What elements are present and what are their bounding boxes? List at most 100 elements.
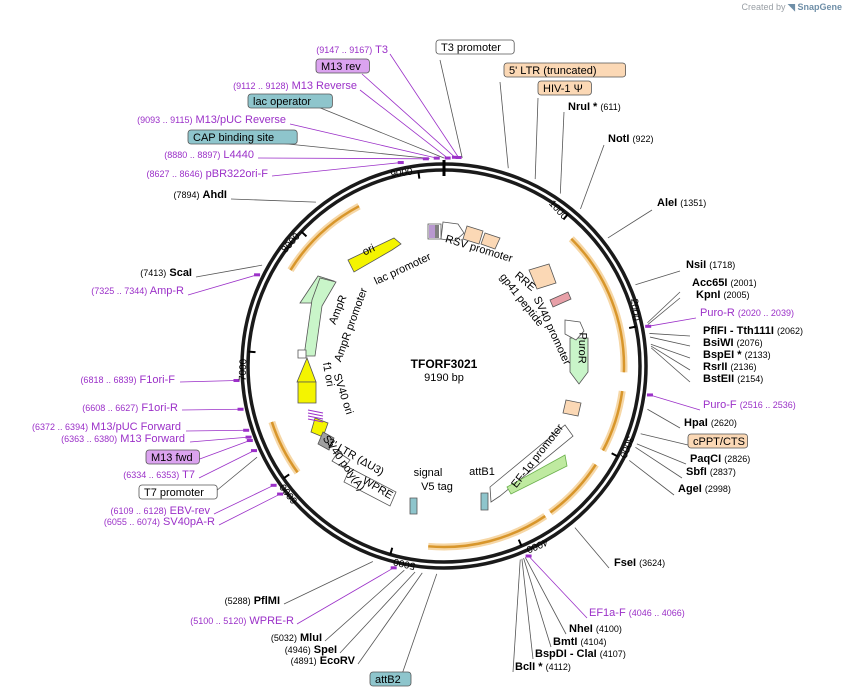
attb1-box [480, 492, 489, 511]
leader-nsii-16 [635, 270, 681, 286]
label-text-hpai: HpaI (2620) [684, 417, 737, 429]
label-pos-l4440: (8880 .. 8897) [164, 150, 220, 160]
label-text-wpre-r: (5100 .. 5120) WPRE-R [190, 615, 294, 627]
label-pos-ahdi: (7894) [173, 190, 199, 200]
label-text-ef1a-f: EF1a-F (4046 .. 4066) [589, 607, 685, 619]
label-pos-nsii: (1718) [709, 260, 735, 270]
leader-f1ori-r-28 [181, 408, 241, 411]
label-kpni-19: KpnI (2005) [696, 289, 750, 301]
label-box-m13-fwd [145, 449, 200, 465]
label-text-bsiwi: BsiWI (2076) [703, 337, 763, 349]
label-t3-promoter-1: T3 promoter [435, 39, 515, 55]
label-pos-nrui: (611) [600, 102, 620, 112]
leader-ef1a-f-43 [528, 555, 588, 619]
label-text-m13-puc-reverse: (9093 .. 9115) M13/pUC Reverse [137, 114, 286, 126]
label-pos-sv40pa-r: (6055 .. 6074) [104, 517, 160, 527]
watermark-brand: SnapGene [797, 2, 842, 12]
label-name-ecorv: EcoRV [320, 655, 356, 667]
label-pos-nhei: (4100) [596, 624, 622, 634]
leader-mlui-46 [324, 569, 405, 642]
label-text-puro-f: Puro-F (2516 .. 2536) [703, 399, 796, 411]
label-bcli-51: BclI * (4112) [515, 661, 571, 673]
leader-sv40pa-r-40 [218, 493, 281, 526]
label-wpre-r-44: (5100 .. 5120) WPRE-R [190, 615, 294, 627]
label-text-5-ltr-truncated: 5' LTR (truncated) [509, 65, 596, 77]
leader-l4440-11 [257, 157, 426, 160]
label-nrui-6: NruI * (611) [568, 101, 621, 113]
label-text-sbfi: SbfI (2837) [686, 466, 736, 478]
tick-label-3000: 3000 [617, 435, 636, 460]
primer-mark-ebv-rev-39 [270, 483, 277, 487]
label-5-ltr-truncated-3: 5' LTR (truncated) [503, 62, 626, 78]
label-m13-puc-forward-30: (6372 .. 6394) M13/pUC Forward [32, 421, 181, 433]
leader-agei-38 [629, 460, 675, 496]
label-pos-m13-puc-reverse: (9093 .. 9115) [137, 115, 192, 125]
leader-cap-binding-site-10 [277, 142, 430, 159]
label-name-spei: SpeI [314, 644, 337, 656]
primer-mark-puro-f-27 [646, 393, 653, 397]
leader-5-ltr-truncated-3 [499, 81, 509, 169]
label-leader-lines [179, 53, 701, 681]
label-text-sv40pa-r: (6055 .. 6074) SV40pA-R [104, 516, 215, 528]
label-l4440-11: (8880 .. 8897) L4440 [164, 149, 254, 161]
label-text-bmti: BmtI (4104) [553, 636, 607, 648]
label-pos-m13-reverse: (9112 .. 9128) [233, 81, 288, 91]
label-pos-m13-puc-forward: (6372 .. 6394) [32, 422, 88, 432]
primer-mark-ef1a-f-43 [525, 554, 532, 558]
label-name-agei: AgeI [678, 483, 702, 495]
puror-arrow [569, 337, 589, 385]
label-ecorv-50: (4891) EcoRV [291, 655, 356, 667]
label-name-sv40pa-r: SV40pA-R [163, 516, 215, 528]
label-m13-fwd-33: M13 fwd [145, 449, 200, 465]
rre-box [528, 263, 557, 290]
primer-mark-t3-0 [455, 156, 462, 160]
f1-ori-body [297, 381, 317, 404]
m13-stripe-1 [307, 412, 324, 417]
label-name-noti: NotI [608, 133, 629, 145]
sv40-polya-box [317, 431, 335, 451]
leader-hpai-29 [647, 408, 681, 429]
label-pos-wpre-r: (5100 .. 5120) [190, 616, 246, 626]
leader-m13-forward-31 [189, 436, 249, 443]
leader-cppt-cts-32 [640, 433, 689, 446]
leader-bspdi-clai-49 [521, 558, 534, 660]
label-sv40pa-r-40: (6055 .. 6074) SV40pA-R [104, 516, 215, 528]
leader-scai-15 [195, 264, 263, 278]
label-name-bsteii: BstEII [703, 373, 734, 385]
label-text-bspdi-clai: BspDI - ClaI (4107) [535, 648, 626, 660]
gp41-box [549, 291, 572, 308]
cppt-box [562, 399, 582, 417]
label-name-fsei: FseI [614, 557, 636, 569]
label-name-kpni: KpnI [696, 289, 720, 301]
leader-t3-0 [389, 53, 459, 158]
label-name-nhei: NheI [569, 623, 593, 635]
label-pos-ecorv: (4891) [291, 656, 317, 666]
tick-7000 [248, 350, 256, 354]
label-text-ahdi: (7894) AhdI [173, 189, 227, 201]
leader-t7-35 [198, 450, 255, 479]
label-box-hiv-1 [537, 80, 592, 96]
label-text-amp-r: (7325 .. 7344) Amp-R [91, 285, 184, 297]
label-pos-puro-r: (2020 .. 2039) [738, 308, 794, 318]
label-pos-t3: (9147 .. 9167) [316, 45, 372, 55]
label-cppt-cts-32: cPPT/CTS [687, 433, 748, 449]
label-paqci-34: PaqCI (2826) [690, 453, 750, 465]
ltr3-box [331, 451, 351, 469]
label-pos-agei: (2998) [705, 484, 731, 494]
snapgene-logo-icon: ◥ [788, 2, 795, 12]
leader-rsrii-24 [650, 345, 691, 371]
label-pos-ef1a-f: (4046 .. 4066) [629, 608, 685, 618]
label-box-t7-promoter [138, 484, 218, 500]
leader-paqci-34 [636, 443, 687, 465]
label-spei-48: (4946) SpeI [285, 644, 337, 656]
leader-bsiwi-22 [649, 336, 691, 347]
label-name-f1ori-r: F1ori-R [141, 402, 178, 414]
label-pos-fsei: (3624) [639, 558, 665, 568]
leader-sbfi-36 [635, 446, 683, 479]
m13-stripe-2 [307, 415, 324, 420]
label-name-ebv-rev: EBV-rev [170, 505, 211, 517]
label-text-m13-reverse: (9112 .. 9128) M13 Reverse [233, 80, 357, 92]
m13-stripe-0 [307, 409, 324, 414]
label-name-t3: T3 [375, 44, 388, 56]
